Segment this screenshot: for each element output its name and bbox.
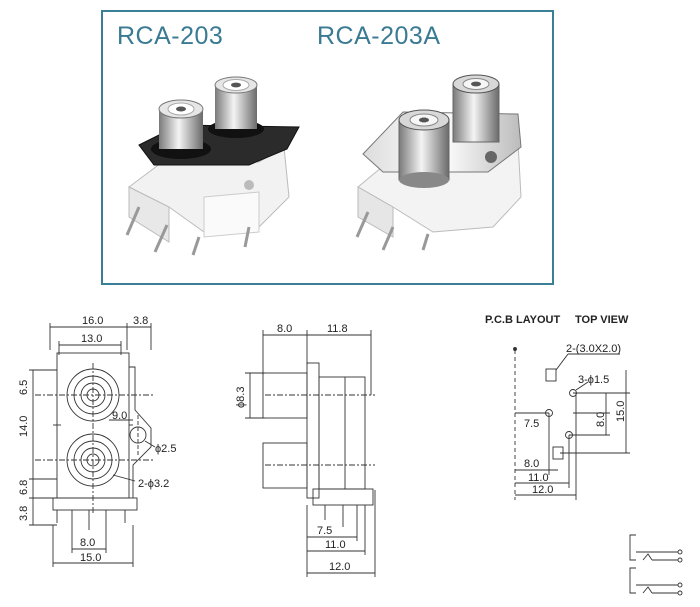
dim-pcb-15-0: 15.0 [615, 401, 627, 422]
dim-pcb-11-0: 11.0 [528, 472, 549, 484]
dim-left-top: 6.5 [18, 380, 30, 395]
dim-left-bottom: 6.8 [18, 480, 30, 495]
dim-pcb-12-0: 12.0 [532, 484, 553, 496]
dim-pcb-7-5: 7.5 [524, 418, 539, 430]
label-pcb-holes: 3-ϕ1.5 [578, 374, 609, 386]
rca-203-photo [125, 76, 300, 256]
dim-bottom-width: 15.0 [80, 552, 101, 564]
rca-203a-photo [355, 74, 522, 251]
dim-pin-spacing: 8.0 [80, 537, 95, 549]
dim-pcb-8-0: 8.0 [524, 458, 539, 470]
product-photo-panel: RCA-203 RCA-203A [101, 10, 554, 285]
model-label-rca-203: RCA-203 [117, 22, 224, 50]
dim-left-spacing: 14.0 [18, 416, 30, 437]
side-view-drawing: 8.0 11.8 ϕ8.3 7.5 11.0 12.0 [235, 323, 376, 577]
pcb-layout-drawing: P.C.B LAYOUT TOP VIEW 2-(3.0X2.0) 3-ϕ1.5… [485, 314, 630, 500]
dim-inner-width: 13.0 [81, 333, 102, 345]
dim-side-pin-2: 11.0 [325, 539, 346, 551]
front-view-drawing: 16.0 3.8 13.0 6.5 14.0 6.8 3.8 9.0 ϕ2.5 … [18, 315, 176, 567]
label-jack-diameter: 2-ϕ3.2 [138, 478, 169, 490]
dim-left-pin: 3.8 [18, 506, 30, 521]
pcb-layout-subtitle: TOP VIEW [575, 314, 629, 326]
dim-pcb-8-0-vertical: 8.0 [595, 412, 607, 427]
dim-side-tube-diameter: ϕ8.3 [235, 387, 247, 408]
dim-inner-spacing: 9.0 [112, 410, 127, 422]
schematic-symbol [629, 534, 683, 596]
dim-side-body: 11.8 [327, 323, 348, 335]
dim-top-offset: 3.8 [133, 315, 148, 327]
dim-side-tube: 8.0 [277, 323, 292, 335]
pcb-layout-title: P.C.B LAYOUT [485, 314, 560, 326]
dim-side-depth: 12.0 [329, 561, 350, 573]
dim-top-width: 16.0 [82, 315, 103, 327]
dim-side-pin-1: 7.5 [317, 525, 332, 537]
model-label-rca-203a: RCA-203A [317, 22, 441, 50]
label-mount-hole: ϕ2.5 [155, 443, 176, 455]
label-pcb-slots: 2-(3.0X2.0) [566, 343, 621, 355]
